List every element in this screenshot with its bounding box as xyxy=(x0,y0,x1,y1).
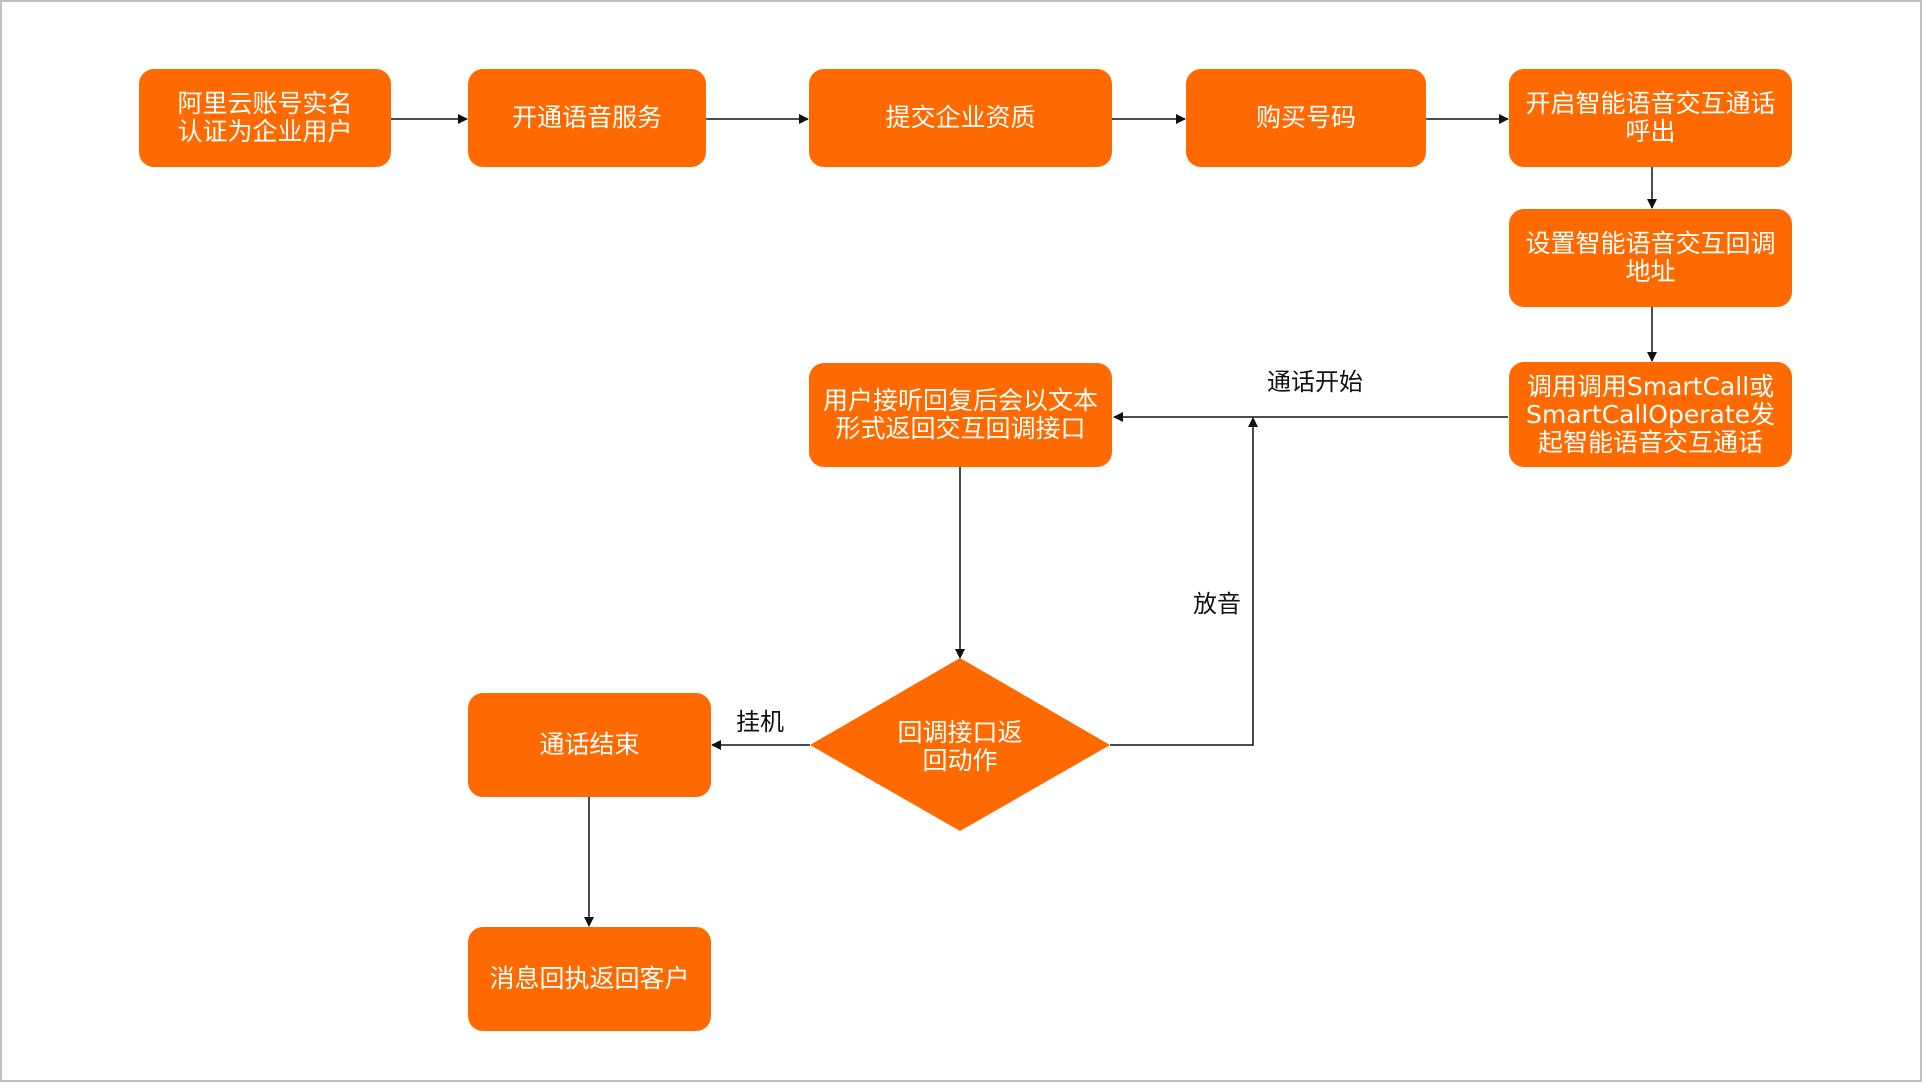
node-message-receipt: 消息回执返回客户 xyxy=(468,927,711,1031)
node-submit-qualification-label: 提交企业资质 xyxy=(885,103,1036,132)
node-invoke-smartcall: 调用调用SmartCall或 SmartCallOperate发 起智能语音交互… xyxy=(1509,362,1792,467)
edge-label-play-audio: 放音 xyxy=(1193,590,1241,618)
node-call-end-label: 通话结束 xyxy=(539,730,640,759)
node-invoke-smartcall-label: 调用调用SmartCall或 SmartCallOperate发 起智能语音交互… xyxy=(1526,371,1775,457)
node-activate-voice-service: 开通语音服务 xyxy=(468,69,706,167)
node-user-reply-callback: 用户接听回复后会以文本 形式返回交互回调接口 xyxy=(809,363,1112,467)
node-buy-number: 购买号码 xyxy=(1186,69,1426,167)
edge-label-call-start: 通话开始 xyxy=(1267,368,1363,396)
edge-decision-play-loop xyxy=(1110,417,1258,746)
node-enable-callout-label: 开启智能语音交互通话 呼出 xyxy=(1525,89,1776,146)
node-buy-number-label: 购买号码 xyxy=(1255,103,1356,132)
node-enable-callout: 开启智能语音交互通话 呼出 xyxy=(1509,69,1792,167)
node-message-receipt-label: 消息回执返回客户 xyxy=(489,964,690,993)
decision-diamond xyxy=(810,658,1110,831)
node-set-callback-address-label: 设置智能语音交互回调 地址 xyxy=(1525,229,1776,286)
node-submit-qualification: 提交企业资质 xyxy=(809,69,1112,167)
node-set-callback-address: 设置智能语音交互回调 地址 xyxy=(1509,209,1792,307)
node-verify-enterprise-label: 阿里云账号实名 认证为企业用户 xyxy=(177,89,353,146)
edge-label-hang-up: 挂机 xyxy=(736,708,784,736)
node-activate-voice-service-label: 开通语音服务 xyxy=(511,103,662,132)
node-call-end: 通话结束 xyxy=(468,693,711,797)
node-verify-enterprise: 阿里云账号实名 认证为企业用户 xyxy=(139,69,391,167)
decision-label: 回调接口返 回动作 xyxy=(897,718,1023,775)
node-user-reply-callback-label: 用户接听回复后会以文本 形式返回交互回调接口 xyxy=(822,386,1098,443)
